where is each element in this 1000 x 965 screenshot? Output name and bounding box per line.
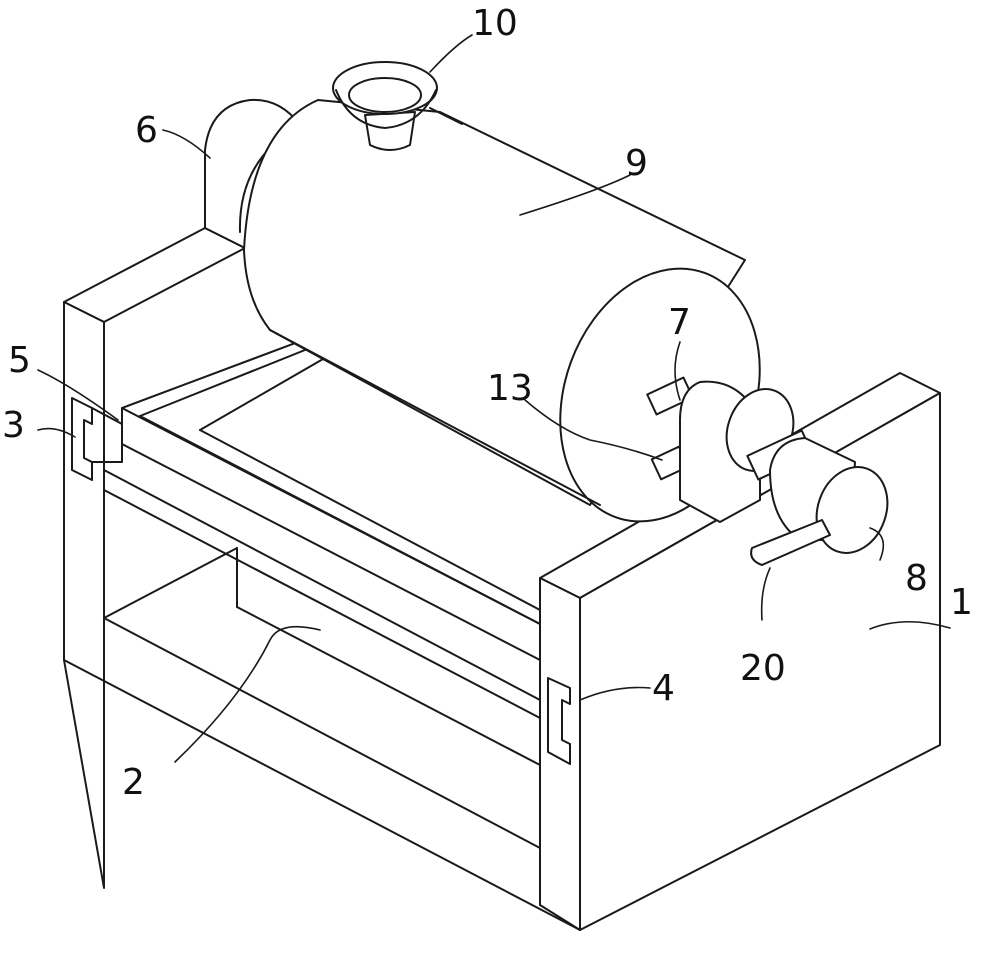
label-9: 9 [625, 143, 648, 184]
label-2: 2 [122, 762, 145, 803]
label-3: 3 [2, 405, 25, 446]
label-8: 8 [905, 558, 928, 599]
label-10: 10 [472, 3, 518, 44]
rails-and-tray [71, 329, 571, 765]
handle [750, 519, 831, 566]
label-7: 7 [668, 302, 691, 343]
hopper [332, 61, 463, 151]
front-motor [769, 437, 889, 554]
label-4: 4 [652, 668, 675, 709]
left-slot [71, 397, 93, 481]
label-13: 13 [487, 368, 533, 409]
right-slot [547, 677, 571, 765]
leader-lines [37, 34, 951, 763]
label-1: 1 [950, 582, 973, 623]
part-labels: 1 2 3 4 5 6 7 8 9 10 13 20 [2, 3, 973, 803]
label-6: 6 [135, 110, 158, 151]
label-20: 20 [740, 648, 786, 689]
label-5: 5 [8, 340, 31, 381]
